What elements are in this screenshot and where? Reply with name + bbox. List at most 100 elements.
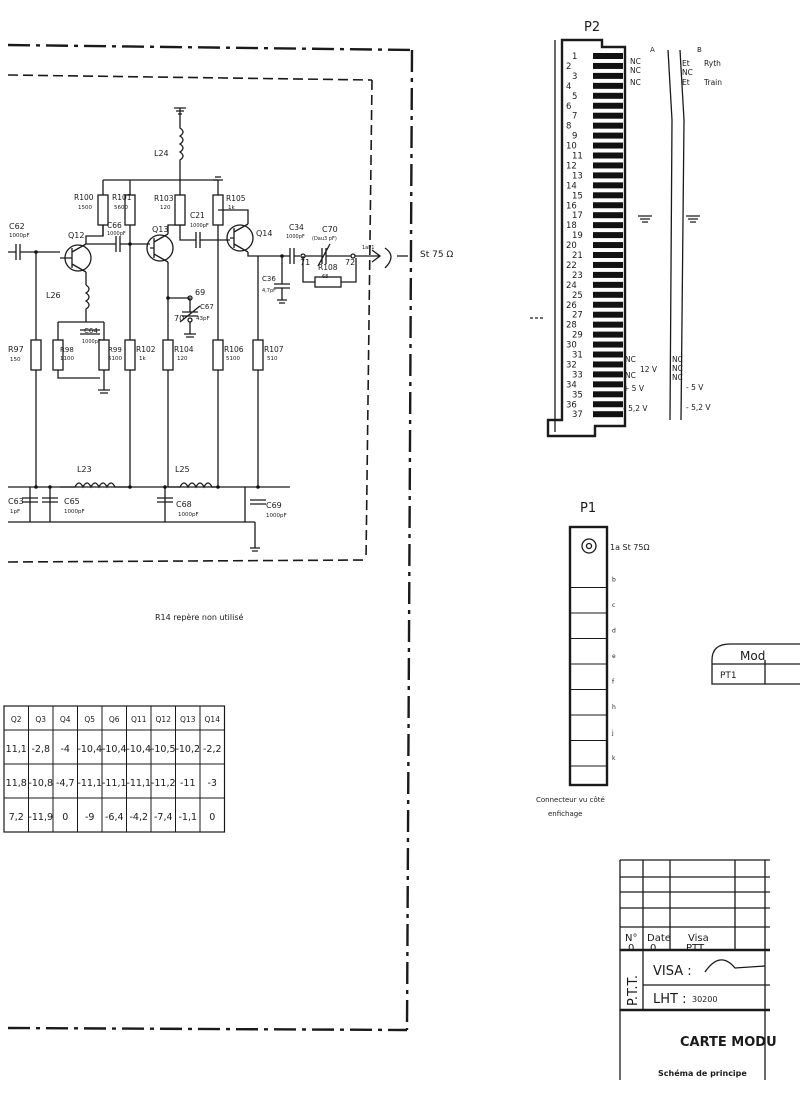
table-cell: -10,4 — [77, 744, 102, 755]
p2-pin-number: 26 — [566, 301, 577, 311]
p1-caption-2: enfichage — [548, 810, 582, 818]
p2-b-nc3: NC — [672, 373, 683, 382]
p2-pin-bar — [593, 202, 623, 209]
p2-a-52v: - 5,2 V — [623, 404, 648, 413]
p2-pin-bar — [593, 371, 623, 378]
value-R100: 1500 — [78, 205, 92, 211]
p2-pin-number: 11 — [572, 152, 583, 162]
p2-pin-number: 9 — [572, 132, 577, 142]
p2-pin-bar — [593, 351, 623, 358]
value-R104: 120 — [177, 356, 188, 362]
value-C69: 1000pF — [266, 513, 287, 519]
value-C66: 1000pF — [107, 231, 126, 237]
p2-a-3: NC — [630, 78, 641, 87]
p2-a-2: NC — [630, 66, 641, 75]
p2-pin-bar — [593, 411, 623, 418]
p2-pin-bar — [593, 162, 623, 169]
p2-pin-number: 7 — [572, 112, 577, 122]
p2-pin-number: 28 — [566, 321, 577, 331]
table-header-cell: Q14 — [205, 715, 221, 724]
p2-pin-bar — [593, 142, 623, 149]
label-R98: R98 — [60, 346, 74, 354]
value-C21: 1000pF — [190, 223, 209, 229]
table-header-cell: Q11 — [131, 715, 147, 724]
table-cell: -3 — [208, 778, 217, 789]
label-R107: R107 — [264, 345, 284, 354]
table-header-cell: Q6 — [109, 715, 120, 724]
tb-subtitle: Schéma de principe — [658, 1068, 747, 1078]
p2-a-1: NC — [630, 57, 641, 66]
p2-pin-bar — [593, 252, 623, 258]
p2-b-52v: - 5,2 V — [686, 403, 711, 412]
p1-pin-letter: j — [611, 730, 614, 737]
label-C21: C21 — [190, 211, 205, 220]
table-cell: -11,1 — [77, 778, 102, 789]
table-cell: -11,1 — [102, 778, 127, 789]
tb-no-label: N° — [625, 933, 637, 944]
label-C62: C62 — [9, 222, 25, 231]
value-C67: 43pF — [196, 316, 210, 322]
p2-b-nc2: NC — [672, 364, 683, 373]
label-Q12: Q12 — [68, 231, 84, 240]
p2-b-2: NC — [682, 68, 693, 77]
tb-title: CARTE MODU — [680, 1035, 777, 1050]
p2-a-5v: + 5 V — [623, 384, 645, 393]
p2-pin-bar — [593, 331, 623, 338]
p2-pin-number: 20 — [566, 241, 577, 251]
p2-pin-number: 16 — [566, 201, 577, 211]
p2-pin-number: 37 — [572, 410, 583, 420]
p2-pin-bar — [593, 212, 623, 219]
tab-pt1: PT1 — [720, 671, 737, 681]
p2-pin-number: 33 — [572, 370, 583, 380]
value-C62: 1000pF — [9, 233, 30, 239]
tb-ptt-vertical: P.T.T. — [626, 975, 641, 1006]
label-C65: C65 — [64, 497, 80, 506]
p1-caption-1: Connecteur vu côté — [536, 796, 605, 804]
p2-pin-number: 27 — [572, 311, 583, 321]
p2-pin-number: 1 — [572, 52, 577, 62]
p1-pin-letter: c — [612, 602, 615, 609]
table-cell: -7,4 — [154, 812, 173, 823]
p2-pin-number: 23 — [572, 271, 583, 281]
value-C64: 1000pF — [82, 339, 101, 345]
value-C70: (Dau3 pF) — [312, 236, 337, 242]
p2-b-1b: Ryth — [704, 59, 721, 68]
p2-pin-list: 1234567891011121314151617181920212223242… — [566, 52, 623, 420]
p2-pin-number: 22 — [566, 261, 577, 271]
p1-pin-letter: d — [612, 628, 616, 635]
value-C63: 1pF — [10, 509, 20, 515]
p2-pin-number: 32 — [566, 360, 577, 370]
tb-no-value: 0 — [628, 943, 634, 954]
table-cell: -10,5 — [151, 744, 176, 755]
tb-visa-label: Visa — [688, 933, 709, 944]
p2-pin-bar — [593, 361, 623, 368]
label-C68: C68 — [176, 500, 192, 509]
value-R108: 68 — [322, 274, 328, 280]
label-C67: C67 — [200, 303, 214, 311]
table-header-cell: Q4 — [60, 715, 71, 724]
p2-pin-number: 2 — [566, 62, 571, 72]
value-R103: 120 — [160, 205, 171, 211]
tab-mod: Mod — [740, 649, 765, 663]
table-cell: 11,1 — [6, 744, 27, 755]
label-R101: R101 — [112, 193, 132, 202]
p2-pin-bar — [593, 62, 623, 69]
p2-pin-number: 4 — [566, 82, 571, 92]
p2-pin-bar — [593, 291, 623, 298]
node-71: 71 — [300, 258, 310, 267]
outer-frame — [7, 43, 414, 1032]
value-R102: 1k — [139, 356, 146, 362]
table-cell: -9 — [85, 812, 94, 823]
p2-pin-bar — [593, 311, 623, 318]
output-pin: 1aP1 — [362, 245, 374, 251]
p2-pin-number: 29 — [572, 331, 583, 341]
p2-pin-number: 30 — [566, 341, 577, 351]
table-cell: 11,8 — [6, 778, 27, 789]
p2-b-5v: - 5 V — [686, 383, 704, 392]
Q14-transistor — [226, 224, 254, 252]
p2-pin-number: 24 — [566, 281, 577, 291]
label-R100: R100 — [74, 193, 94, 202]
label-R103: R103 — [154, 194, 174, 203]
